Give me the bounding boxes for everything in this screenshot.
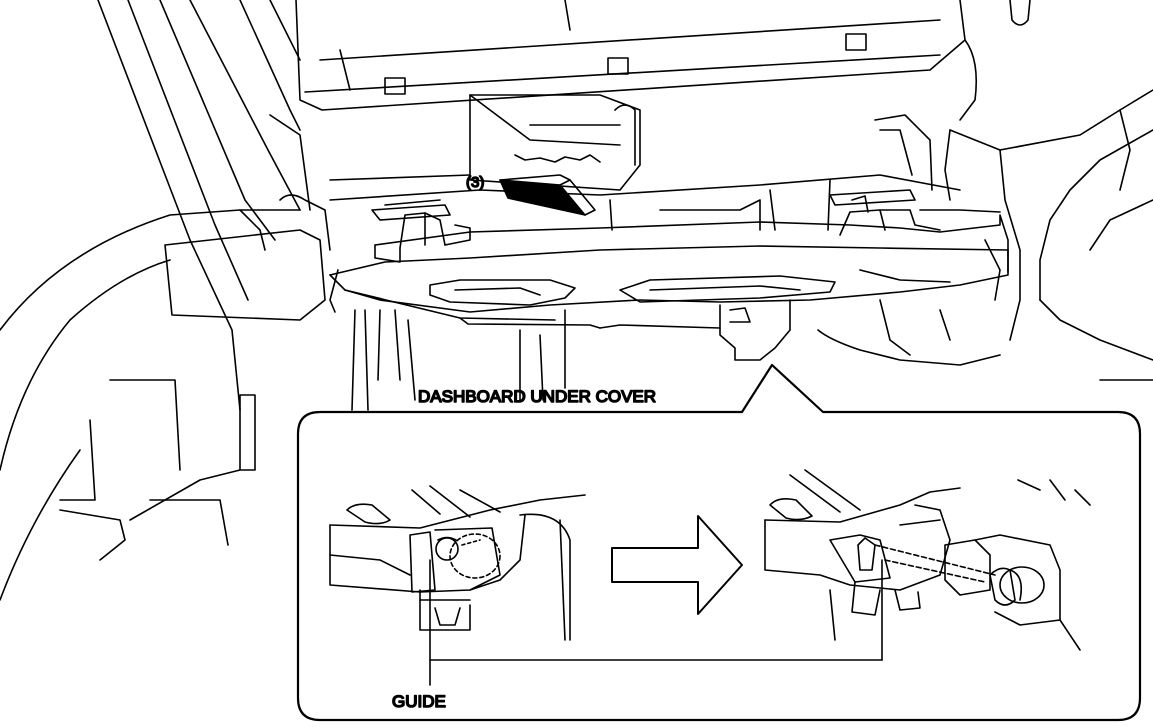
guide-label: GUIDE	[392, 692, 446, 711]
guide-leader-lines	[430, 560, 882, 685]
removal-direction-arrow-icon	[500, 175, 595, 215]
guide-released-detail	[765, 470, 1090, 650]
dashboard-under-cover-label: DASHBOARD UNDER COVER	[418, 387, 656, 406]
guide-engaged-detail	[330, 486, 585, 640]
arrow-right-icon	[612, 516, 742, 614]
dashboard-background-structure	[0, 0, 1153, 600]
detail-callout-box	[298, 365, 1140, 720]
dashboard-under-cover-part	[330, 190, 1008, 360]
step-number-label: (3)	[466, 174, 484, 191]
